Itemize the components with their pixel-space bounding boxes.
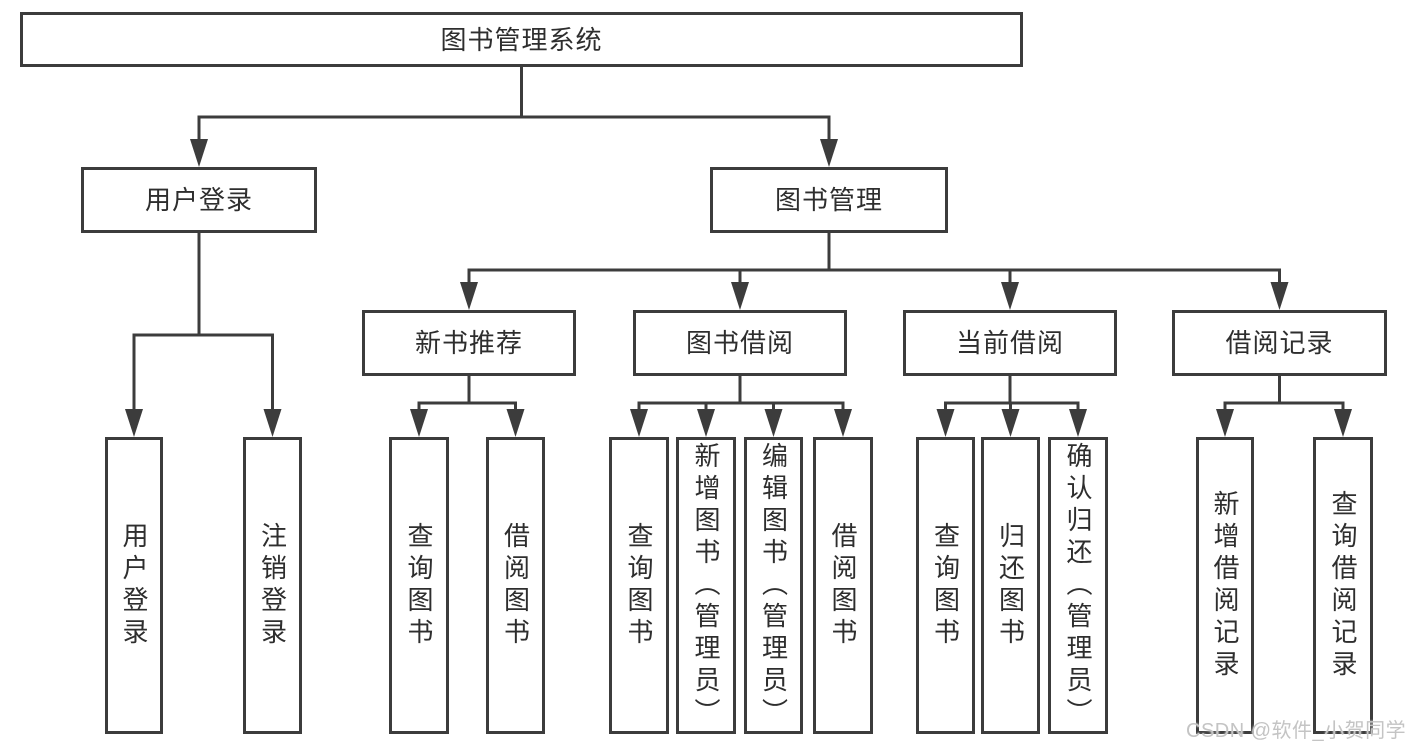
arrowhead-icon [460, 282, 478, 310]
arrowhead-icon [506, 409, 525, 437]
node-label-logout-leaf: 注销登录 [257, 521, 288, 650]
node-borrow-books-b: 借阅图书 [813, 437, 873, 734]
arrowhead-icon [1001, 282, 1019, 310]
node-user-login: 用户登录 [81, 167, 317, 233]
arrowhead-icon [125, 409, 143, 437]
node-query-borrow-record: 查询借阅记录 [1313, 437, 1373, 734]
arrowhead-icon [697, 409, 715, 437]
arrowhead-icon [834, 409, 852, 437]
node-root: 图书管理系统 [20, 12, 1023, 67]
node-label-borrow-books-a: 借阅图书 [500, 521, 531, 650]
node-edit-books-admin: 编辑图书（管理员） [744, 437, 803, 734]
node-query-books-b: 查询图书 [609, 437, 669, 734]
node-new-book-recommend: 新书推荐 [362, 310, 576, 376]
arrowhead-icon [1270, 282, 1289, 310]
node-current-borrowing: 当前借阅 [903, 310, 1117, 376]
node-borrowing-records: 借阅记录 [1172, 310, 1387, 376]
node-label-query-books-c: 查询图书 [930, 521, 961, 650]
arrowhead-icon [1069, 409, 1087, 437]
node-query-books-c: 查询图书 [916, 437, 975, 734]
arrowhead-icon [410, 409, 428, 437]
arrowhead-icon [820, 139, 838, 167]
node-query-books-a: 查询图书 [389, 437, 449, 734]
node-book-management: 图书管理 [710, 167, 948, 233]
node-label-borrowing-records: 借阅记录 [1225, 328, 1334, 358]
arrowhead-icon [630, 409, 648, 437]
node-label-user-login: 用户登录 [144, 185, 253, 215]
node-label-add-books-admin: 新增图书（管理员） [691, 441, 721, 730]
csdn-watermark: CSDN @软件_小贺同学 [1186, 720, 1405, 742]
node-label-query-books-a: 查询图书 [404, 521, 434, 650]
arrowhead-icon [190, 139, 208, 167]
node-label-book-borrowing: 图书借阅 [685, 328, 794, 358]
node-logout-leaf: 注销登录 [243, 437, 302, 734]
node-add-borrow-record: 新增借阅记录 [1196, 437, 1254, 734]
arrowhead-icon [1216, 409, 1234, 437]
arrowhead-icon [1001, 409, 1020, 437]
node-label-borrow-books-b: 借阅图书 [828, 521, 858, 650]
node-borrow-books-a: 借阅图书 [486, 437, 545, 734]
node-label-book-management: 图书管理 [774, 185, 883, 215]
arrowhead-icon [263, 409, 282, 437]
arrowhead-icon [731, 282, 749, 310]
node-label-add-borrow-record: 新增借阅记录 [1210, 489, 1240, 682]
arrowhead-icon [1334, 409, 1352, 437]
node-label-user-login-leaf: 用户登录 [119, 521, 149, 650]
node-add-books-admin: 新增图书（管理员） [676, 437, 736, 734]
node-label-query-books-b: 查询图书 [624, 521, 654, 650]
node-return-books: 归还图书 [981, 437, 1040, 734]
node-label-query-borrow-record: 查询借阅记录 [1328, 489, 1358, 682]
node-label-edit-books-admin: 编辑图书（管理员） [758, 441, 789, 730]
node-user-login-leaf: 用户登录 [105, 437, 163, 734]
arrowhead-icon [936, 409, 955, 437]
node-confirm-return-admin: 确认归还（管理员） [1048, 437, 1108, 734]
node-label-root: 图书管理系统 [440, 24, 603, 55]
node-label-confirm-return-admin: 确认归还（管理员） [1063, 441, 1093, 730]
node-label-current-borrowing: 当前借阅 [955, 328, 1064, 358]
node-book-borrowing: 图书借阅 [633, 310, 847, 376]
node-label-return-books: 归还图书 [995, 521, 1026, 650]
node-label-new-book-recommend: 新书推荐 [414, 328, 523, 358]
arrowhead-icon [764, 409, 783, 437]
